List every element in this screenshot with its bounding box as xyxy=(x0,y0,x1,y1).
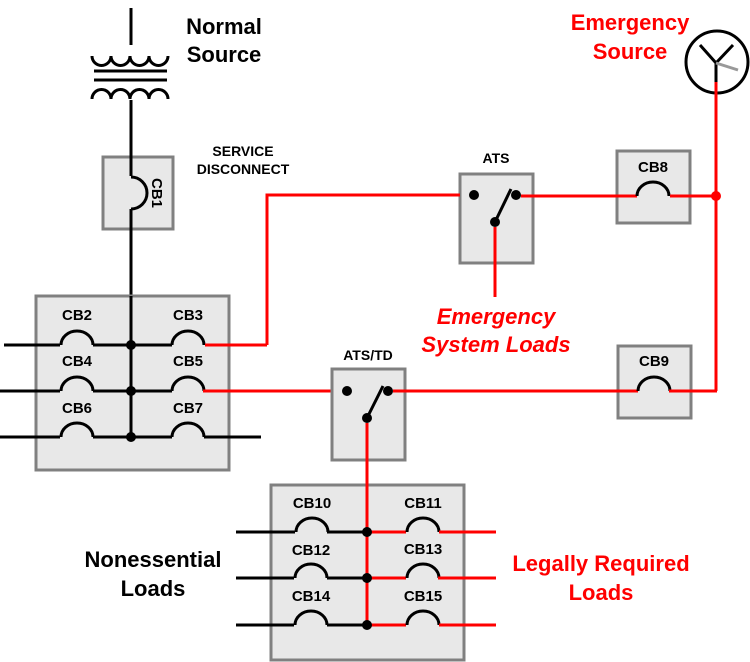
ats-td-label: ATS/TD xyxy=(343,347,393,363)
cb8-breaker[interactable]: CB8 xyxy=(600,149,716,225)
cb3-to-ats-wire xyxy=(265,193,474,345)
cb8-label: CB8 xyxy=(638,159,668,176)
nonessential-loads-label-line1: Nonessential xyxy=(85,547,222,572)
cb15-label[interactable]: CB15 xyxy=(404,588,442,605)
panel1-row1 xyxy=(4,329,267,350)
cb5-label[interactable]: CB5 xyxy=(173,353,203,370)
cb4-label[interactable]: CB4 xyxy=(62,353,93,370)
normal-source-label-line2: Source xyxy=(187,42,262,67)
service-disconnect-label-line1: SERVICE xyxy=(212,143,273,159)
cb12-label[interactable]: CB12 xyxy=(292,542,330,559)
emergency-junction xyxy=(711,191,721,201)
cb11-label[interactable]: CB11 xyxy=(404,495,442,512)
cb13-label[interactable]: CB13 xyxy=(404,541,442,558)
panel1-row2 xyxy=(0,375,347,396)
emergency-system-loads-label-line1: Emergency xyxy=(437,304,557,329)
cb1-label: CB1 xyxy=(148,178,165,208)
panel2-row1 xyxy=(236,516,496,537)
nonessential-loads-label-line2: Loads xyxy=(121,576,186,601)
transfer-switch-icon xyxy=(469,188,521,227)
distribution-panel-2 xyxy=(269,470,466,662)
panel2-row3 xyxy=(236,609,496,630)
cb9-label: CB9 xyxy=(639,353,669,370)
cb10-label[interactable]: CB10 xyxy=(293,495,331,512)
ats-switch[interactable] xyxy=(430,172,535,297)
transfer-switch-icon xyxy=(342,385,393,423)
legally-required-loads-label-line1: Legally Required xyxy=(512,551,689,576)
cb7-label[interactable]: CB7 xyxy=(173,400,203,417)
cb6-label[interactable]: CB6 xyxy=(62,400,92,417)
ats-td-switch[interactable] xyxy=(330,367,407,625)
panel2-row2 xyxy=(236,562,496,583)
cb2-label[interactable]: CB2 xyxy=(62,307,92,324)
cb9-breaker[interactable]: CB9 xyxy=(600,344,717,420)
service-disconnect-label-line2: DISCONNECT xyxy=(197,161,290,177)
normal-source-label-line1: Normal xyxy=(186,14,262,39)
emergency-source-label-line2: Source xyxy=(593,39,668,64)
emergency-source-label-line1: Emergency xyxy=(571,10,690,35)
ats-label: ATS xyxy=(483,150,510,166)
cb14-label[interactable]: CB14 xyxy=(292,588,331,605)
cb1-breaker[interactable]: CB1 xyxy=(101,130,175,300)
transformer-icon xyxy=(90,8,170,100)
panel1-row3 xyxy=(0,421,261,442)
cb3-label[interactable]: CB3 xyxy=(173,307,203,324)
legally-required-loads-label-line2: Loads xyxy=(569,580,634,605)
emergency-system-loads-label-line2: System Loads xyxy=(421,332,570,357)
